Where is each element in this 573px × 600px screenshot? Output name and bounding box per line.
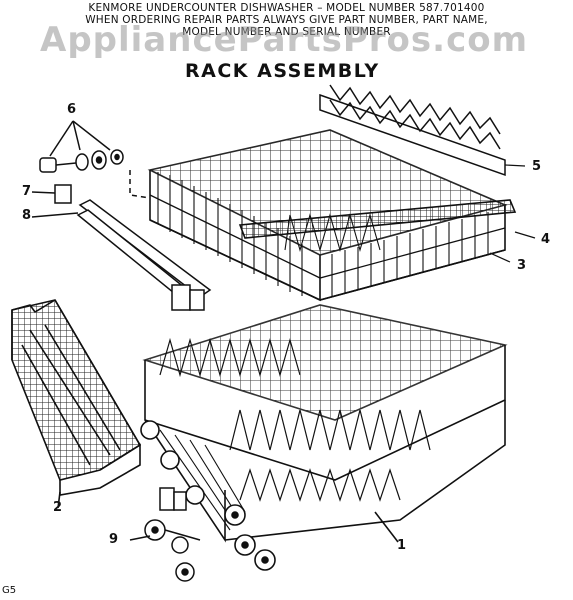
watermark: AppliancePartsPros.com <box>40 20 529 60</box>
footer-code: G5 <box>2 585 17 596</box>
callout-3: 3 <box>517 258 527 273</box>
track-and-clip <box>31 184 212 311</box>
callout-6: 6 <box>67 102 77 117</box>
callout-1: 1 <box>397 538 407 553</box>
lower-rack <box>140 304 508 571</box>
callout-4: 4 <box>541 232 551 247</box>
roller-screw-set <box>39 120 151 199</box>
header-ordering-line: WHEN ORDERING REPAIR PARTS ALWAYS GIVE P… <box>85 14 488 26</box>
leader-lines <box>489 164 536 263</box>
callout-9: 9 <box>109 532 119 547</box>
callout-7: 7 <box>22 184 32 199</box>
silverware-basket <box>11 299 142 509</box>
callout-5: 5 <box>532 159 542 174</box>
roller-assembly <box>129 487 201 582</box>
upper-rack-rail <box>238 199 517 239</box>
callout-8: 8 <box>22 208 32 223</box>
header-model-line: KENMORE UNDERCOUNTER DISHWASHER – MODEL … <box>88 2 485 14</box>
header-serial-line: MODEL NUMBER AND SERIAL NUMBER <box>182 26 391 38</box>
cup-shelf <box>319 84 506 177</box>
callout-2: 2 <box>53 500 63 515</box>
diagram-title: RACK ASSEMBLY <box>185 60 380 82</box>
